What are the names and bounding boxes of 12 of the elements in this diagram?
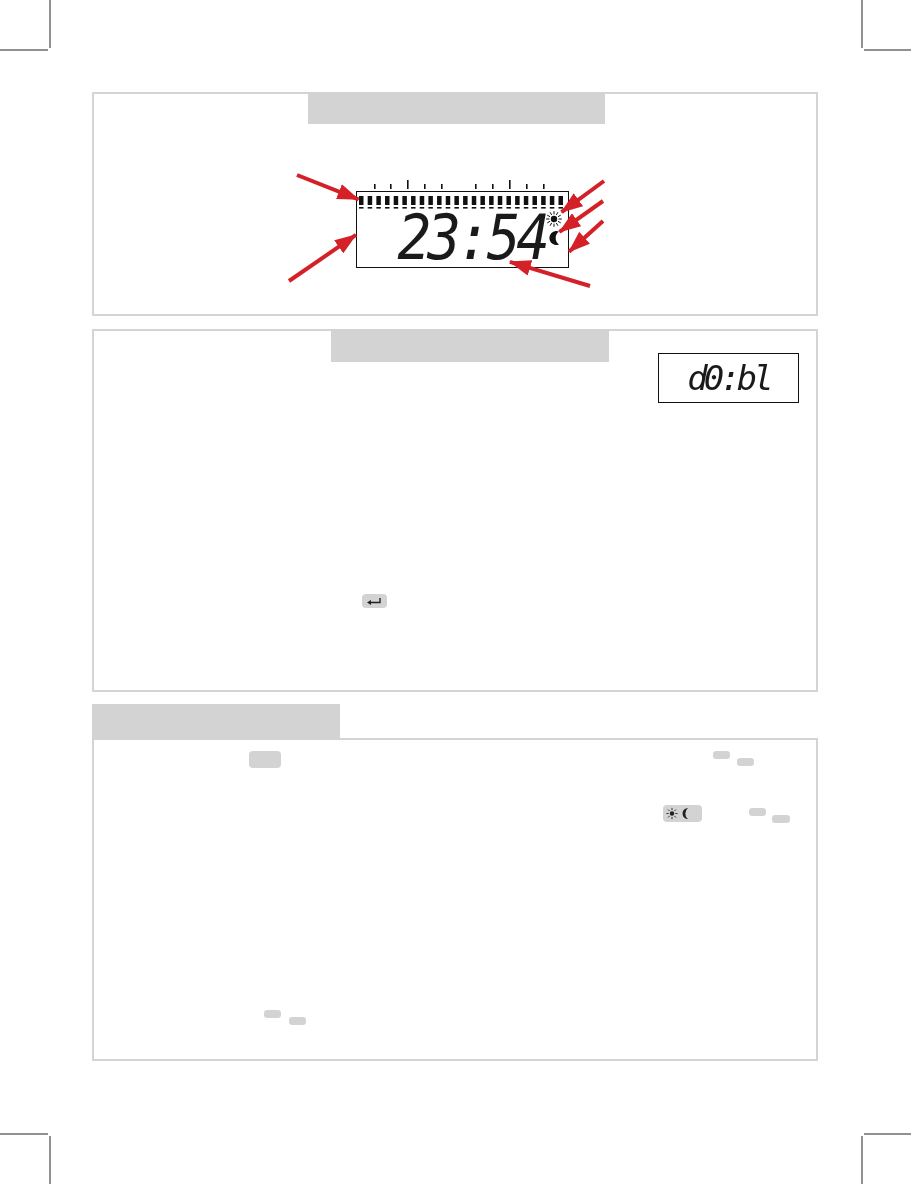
arrow (560, 179, 606, 214)
lcd-screen (356, 191, 569, 268)
sun-icon (545, 210, 562, 227)
lcd-display: d0:bl (658, 353, 799, 403)
arrow (508, 259, 591, 288)
time-digits: 23:54 (397, 212, 544, 262)
arrow (558, 199, 605, 234)
arrow (296, 173, 360, 202)
moon-icon (547, 229, 560, 246)
arrow (567, 219, 605, 254)
segment-bar (358, 195, 563, 209)
arrow (287, 233, 358, 283)
